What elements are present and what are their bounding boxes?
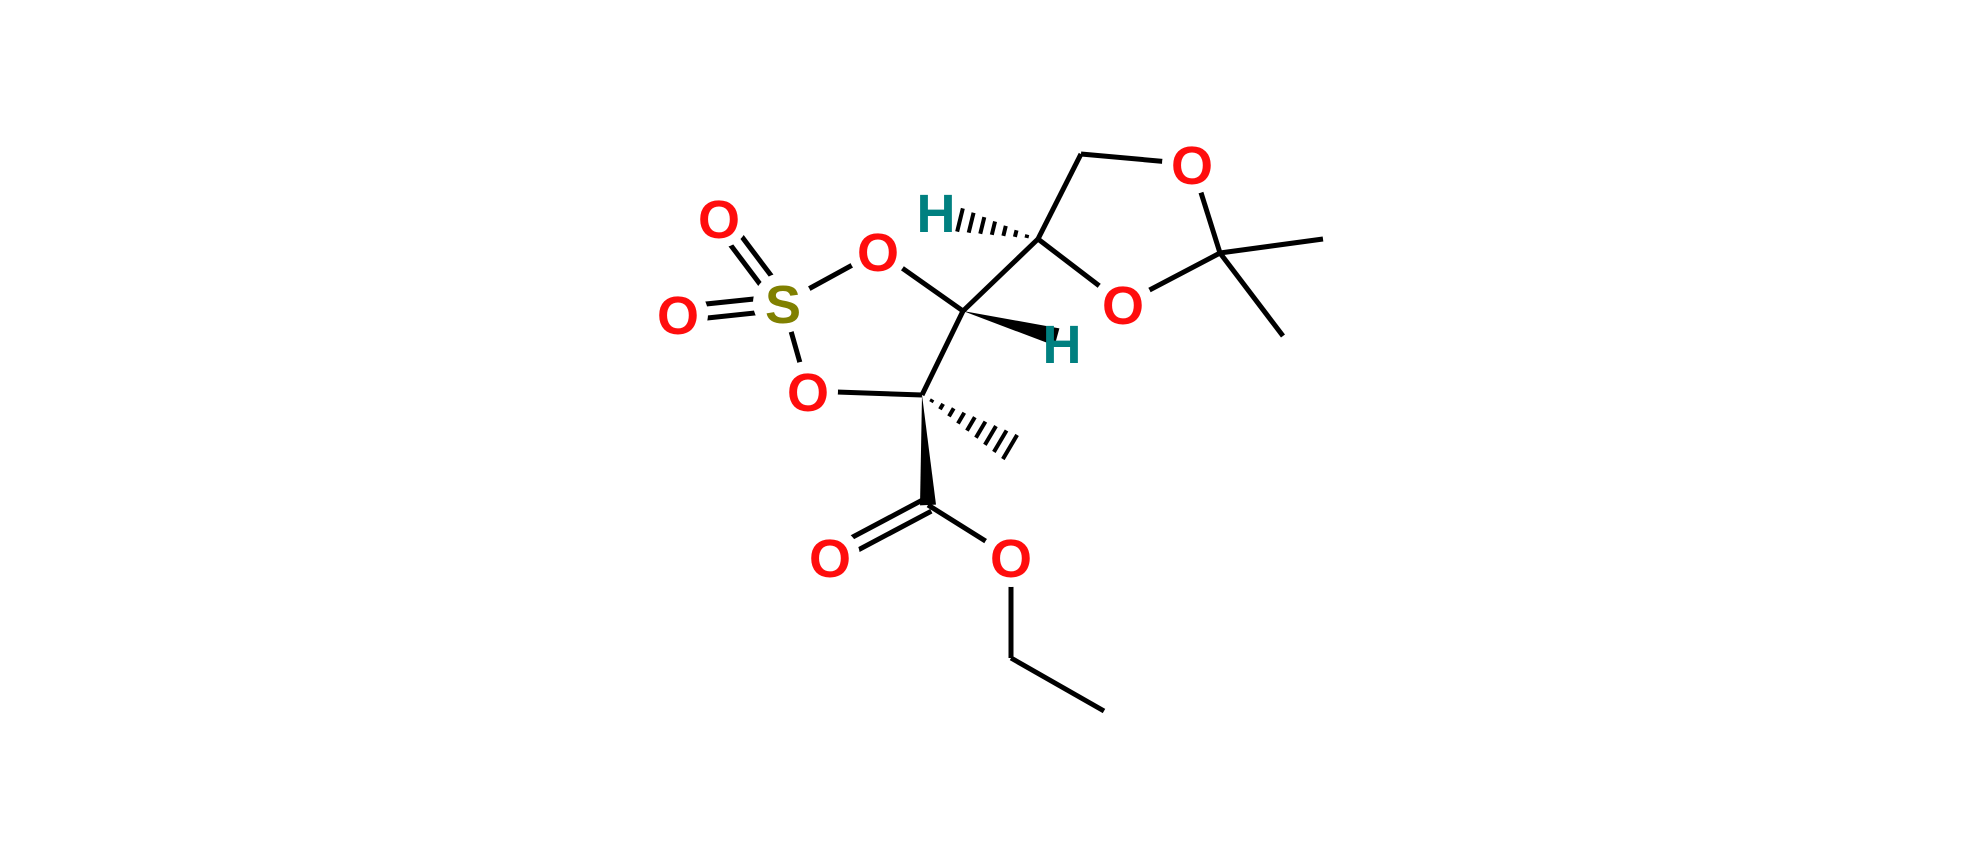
label-mask	[1162, 134, 1222, 194]
atom-o-sulfonyl-left: O	[657, 286, 699, 346]
hash-bond-c4-h	[955, 207, 965, 233]
hash-bond-c4-h	[989, 221, 997, 236]
hash-bond-c6-methyl	[992, 429, 1009, 453]
hash-bond-c4-h	[978, 216, 987, 235]
atom-o-sulfate-lower: O	[787, 363, 829, 423]
label-masks	[648, 134, 1222, 587]
bond-methyl-2	[1218, 251, 1285, 338]
label-mask	[778, 361, 838, 421]
atom-o-sulfate-upper: O	[857, 223, 899, 283]
label-mask	[1093, 274, 1153, 334]
label-mask	[848, 221, 908, 281]
hash-bond-c4-h	[1024, 234, 1030, 239]
hash-bond-c4-h	[966, 212, 976, 234]
hash-bond-c4-h	[1012, 229, 1019, 238]
atom-o-dioxolane-bottom: O	[1102, 276, 1144, 336]
bond-c5-c6	[919, 309, 966, 397]
bond-c4-ch2	[1035, 152, 1084, 241]
atom-o-dioxolane-top: O	[1171, 136, 1213, 196]
atom-o-sulfonyl-top: O	[698, 190, 740, 250]
hash-bond-c6-methyl	[983, 425, 998, 446]
label-mask	[800, 527, 860, 587]
bond-ch2-ch3	[1009, 655, 1106, 714]
atom-s-sulfate: S	[765, 275, 801, 335]
hash-bond-c6-methyl	[938, 402, 945, 411]
hash-bond-c6-methyl	[947, 407, 956, 418]
hash-bond-c6-methyl	[929, 398, 935, 404]
label-mask	[689, 188, 749, 248]
atom-o-ester: O	[990, 529, 1032, 589]
label-mask	[753, 273, 813, 333]
bonds	[677, 151, 1324, 714]
bond-methyl-1	[1219, 236, 1324, 256]
wedge-bond-c5-h	[963, 311, 1060, 346]
label-mask	[981, 527, 1041, 587]
atom-o-carbonyl: O	[809, 529, 851, 589]
wedge-bond-c6-ester	[920, 395, 936, 506]
hash-bond-c6-methyl	[974, 420, 988, 439]
atom-h-lower: H	[1043, 315, 1082, 375]
hash-bond-c6-methyl	[1001, 433, 1019, 461]
atom-labels: O O H H O S O O O O O	[657, 136, 1213, 589]
hash-bond-c6-methyl	[956, 411, 966, 425]
hash-bond-c6-methyl	[965, 416, 977, 432]
bond-c4-c5	[961, 237, 1040, 313]
hash-bond-c4-h	[1001, 225, 1008, 237]
label-mask	[648, 284, 708, 344]
atom-h-upper: H	[917, 184, 956, 244]
